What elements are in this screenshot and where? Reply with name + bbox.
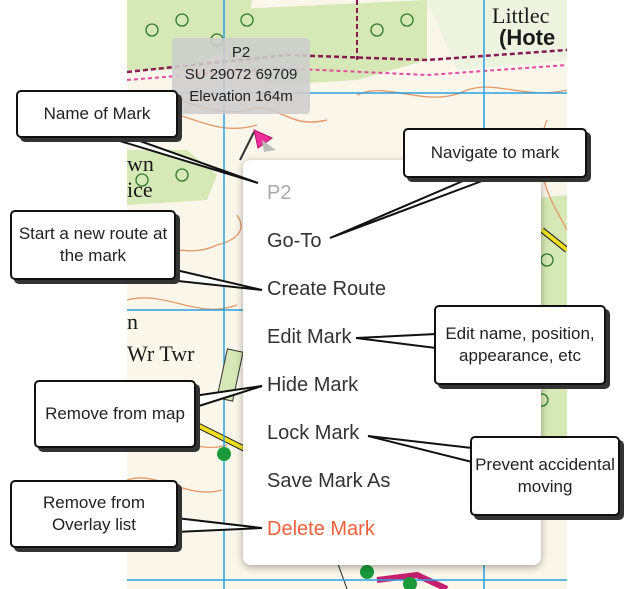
edit-mark-menu-item[interactable]: Edit Mark: [267, 326, 352, 348]
map-label-ice: ice: [127, 177, 153, 202]
pink-flag-icon[interactable]: [228, 122, 278, 164]
create-route-menu-item[interactable]: Create Route: [267, 278, 386, 300]
callout-edit: Edit name, position, appearance, etc: [434, 305, 606, 385]
goto-menu-item[interactable]: Go-To: [267, 230, 322, 252]
mark-grid-reference: SU 29072 69709: [184, 66, 298, 83]
lock-mark-menu-item[interactable]: Lock Mark: [267, 422, 360, 444]
mark-info-popup: P2 SU 29072 69709 Elevation 164m: [172, 38, 310, 114]
map-label-hotel: (Hote: [499, 25, 556, 50]
map-label-place: Littlec: [492, 3, 550, 28]
callout-navigate: Navigate to mark: [403, 128, 587, 178]
menu-title: P2: [267, 182, 292, 204]
map-label-water-tower: Wr Twr: [127, 341, 195, 366]
callout-remove-from-map: Remove from map: [34, 380, 196, 448]
mark-elevation: Elevation 164m: [189, 88, 293, 105]
map-label-n: n: [127, 309, 138, 334]
callout-name-of-mark: Name of Mark: [16, 90, 178, 138]
callout-remove-from-overlay: Remove from Overlay list: [10, 480, 178, 548]
callout-prevent: Prevent accidental moving: [470, 436, 620, 516]
save-mark-as-menu-item[interactable]: Save Mark As: [267, 470, 391, 492]
mark-name: P2: [231, 44, 251, 61]
delete-mark-menu-item[interactable]: Delete Mark: [267, 518, 375, 540]
map-label-wn: wn: [127, 151, 154, 176]
callout-start-route: Start a new route at the mark: [10, 210, 176, 280]
hide-mark-menu-item[interactable]: Hide Mark: [267, 374, 359, 396]
